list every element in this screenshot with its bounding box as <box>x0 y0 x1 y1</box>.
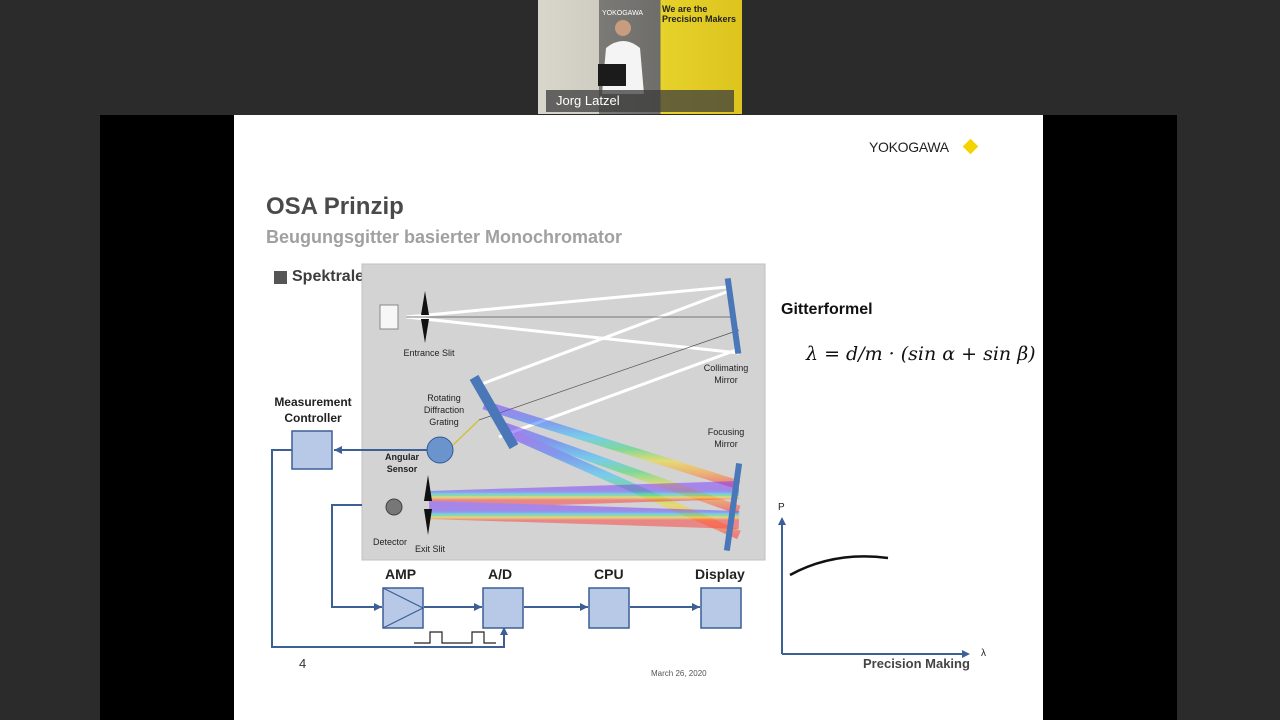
backdrop-small-text: YOKOGAWA <box>602 10 644 17</box>
formula-heading: Gitterformel <box>781 301 873 318</box>
cpu-block <box>588 587 630 629</box>
display-label: Display <box>695 566 745 582</box>
cpu-label: CPU <box>594 566 624 582</box>
amp-label: AMP <box>385 566 417 582</box>
focusing-mirror-label: Focusing Mirror <box>707 427 745 449</box>
diffraction-grating <box>469 374 519 450</box>
plot-y-label: P <box>778 502 785 513</box>
entrance-slit-bottom <box>421 319 429 343</box>
ad-block <box>482 587 524 629</box>
detector-label: Detector <box>372 537 407 547</box>
slide-date: March 26, 2020 <box>651 669 707 678</box>
display-block <box>700 587 742 629</box>
exit-slit-label: Exit Slit <box>414 544 445 554</box>
entrance-slit-label: Entrance Slit <box>403 348 455 358</box>
angular-sensor-label: Angular Sensor <box>384 452 419 474</box>
page-number: 4 <box>299 656 307 671</box>
light-source-icon <box>379 304 399 330</box>
slide-title: OSA Prinzip <box>266 193 404 220</box>
amp-block <box>382 587 424 629</box>
spectrum-curve <box>789 555 889 577</box>
osa-diagram <box>271 263 970 658</box>
slide-subtitle: Beugungsgitter basierter Monochromator <box>266 227 623 247</box>
spectrum-plot-axes <box>781 521 966 655</box>
exit-slit-bottom <box>424 509 432 535</box>
rainbow-beams-lower <box>428 481 740 529</box>
measurement-controller-box <box>291 430 333 470</box>
participant-video-tile[interactable]: YOKOGAWA We are the Precision Makers Jor… <box>538 0 742 114</box>
brand-logo: YOKOGAWA <box>869 139 949 155</box>
controller-label: Measurement Controller <box>274 395 352 425</box>
angular-sensor-icon <box>426 436 454 464</box>
backdrop-sign-text: We are the Precision Makers <box>662 4 737 24</box>
collimating-mirror-label: Collimating Mirror <box>703 363 749 385</box>
grating-formula: λ = d/m · (sin α + sin β) <box>806 343 1036 365</box>
participant-name: Jorg Latzel <box>546 90 734 112</box>
exit-slit-top <box>424 475 432 501</box>
presenter-figure <box>598 20 644 94</box>
grating-label: Rotating Diffraction Grating <box>423 393 465 427</box>
detector-icon <box>385 498 403 516</box>
collimating-mirror <box>724 277 742 355</box>
ad-label: A/D <box>488 566 513 582</box>
footer-tagline: Precision Making <box>863 656 970 671</box>
presentation-slide: YOKOGAWA OSA Prinzip Beugungsgitter basi… <box>234 115 1043 720</box>
signal-lines <box>271 449 700 648</box>
plot-x-label: λ <box>981 648 986 659</box>
entrance-slit-top <box>421 291 429 315</box>
pulse-signal <box>414 631 496 644</box>
focusing-mirror <box>723 463 743 551</box>
square-bullet-icon <box>274 271 287 284</box>
